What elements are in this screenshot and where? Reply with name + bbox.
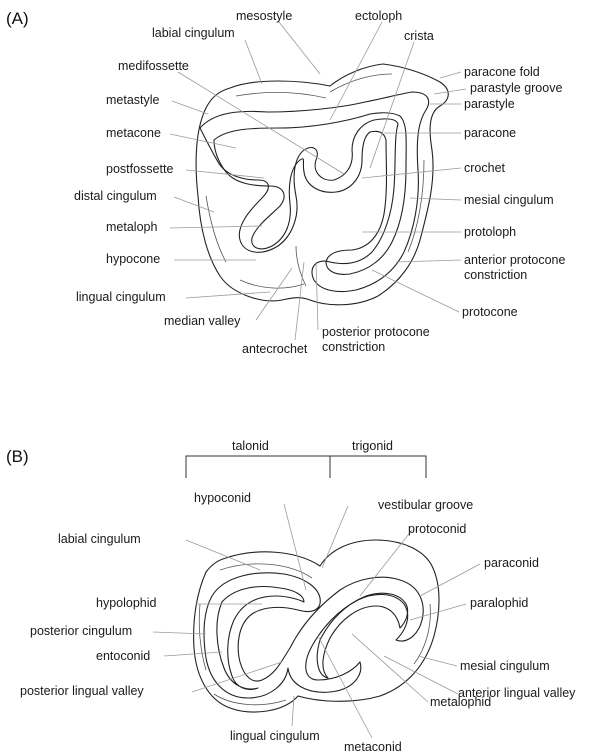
label-labial-cingulum: labial cingulum (152, 26, 235, 40)
upper-molar-drawing (196, 64, 448, 305)
posterior-cingulum-line-b (199, 604, 206, 670)
talonid-trigonid-bracket: talonid trigonid (186, 439, 426, 478)
enamel-loop-outer (200, 92, 429, 292)
label-protocone: protocone (462, 305, 518, 319)
labial-cingulum-line-b (220, 564, 312, 578)
lower-enamel-inner (217, 587, 304, 690)
label-lingual-cingulum: lingual cingulum (76, 290, 166, 304)
label-crista: crista (404, 29, 434, 43)
label-paracone-fold: paracone fold (464, 65, 540, 79)
label-postfossette: postfossette (106, 162, 173, 176)
label-medifossette: medifossette (118, 59, 189, 73)
label-mesial-cingulum: mesial cingulum (464, 193, 554, 207)
label-metaconid: metaconid (344, 740, 402, 754)
upper-molar-outline (196, 64, 448, 305)
label-paraconid: paraconid (484, 556, 539, 570)
label-paralophid: paralophid (470, 596, 528, 610)
panel-b: (B) talonid trigonid (6, 439, 576, 754)
label-labial-cingulum-b: labial cingulum (58, 532, 141, 546)
label-anterior-protocone-1: anterior protocone (464, 253, 566, 267)
panel-a: (A) (6, 9, 566, 356)
label-metacone: metacone (106, 126, 161, 140)
label-metastyle: metastyle (106, 93, 160, 107)
label-anterior-protocone-2: constriction (464, 268, 527, 282)
label-entoconid: entoconid (96, 649, 150, 663)
label-median-valley: median valley (164, 314, 241, 328)
panel-a-labels: mesostyle ectoloph labial cingulum crist… (74, 9, 566, 356)
label-mesial-cingulum-b: mesial cingulum (460, 659, 550, 673)
distal-cingulum-line (206, 196, 226, 262)
labial-cingulum-line (236, 92, 326, 98)
label-crochet: crochet (464, 161, 506, 175)
enamel-loop-inner (214, 113, 406, 275)
median-valley-line (296, 246, 306, 286)
lower-enamel-inner-2 (317, 593, 407, 678)
lingual-cingulum-line (240, 280, 304, 288)
panel-a-tag: (A) (6, 9, 29, 28)
label-posterior-cingulum: posterior cingulum (30, 624, 132, 638)
label-metalophid: metalophid (430, 695, 491, 709)
label-trigonid: trigonid (352, 439, 393, 453)
label-parastyle: parastyle (464, 97, 515, 111)
label-hypocone: hypocone (106, 252, 160, 266)
mesial-cingulum-line (408, 160, 424, 252)
label-lingual-cingulum-b: lingual cingulum (230, 729, 320, 743)
mesial-cingulum-line-b (414, 604, 430, 664)
label-talonid: talonid (232, 439, 269, 453)
label-posterior-protocone-1: posterior protocone (322, 325, 430, 339)
label-hypoconid: hypoconid (194, 491, 251, 505)
label-posterior-lingual-valley: posterior lingual valley (20, 684, 144, 698)
ectoloph-line (330, 74, 392, 92)
label-vestibular-groove: vestibular groove (378, 498, 473, 512)
label-distal-cingulum: distal cingulum (74, 189, 157, 203)
label-protoconid: protoconid (408, 522, 466, 536)
panel-a-leaders (170, 22, 466, 340)
panel-b-tag: (B) (6, 447, 29, 466)
label-mesostyle: mesostyle (236, 9, 292, 23)
label-ectoloph: ectoloph (355, 9, 402, 23)
label-parastyle-groove: parastyle groove (470, 81, 562, 95)
label-antecrochet: antecrochet (242, 342, 308, 356)
label-hypolophid: hypolophid (96, 596, 157, 610)
label-paracone: paracone (464, 126, 516, 140)
label-metaloph: metaloph (106, 220, 157, 234)
panel-b-labels: hypoconid vestibular groove protoconid l… (20, 491, 576, 754)
lingual-cingulum-line-b (214, 694, 286, 705)
label-protoloph: protoloph (464, 225, 516, 239)
label-posterior-protocone-2: constriction (322, 340, 385, 354)
lower-molar-drawing (194, 540, 439, 712)
